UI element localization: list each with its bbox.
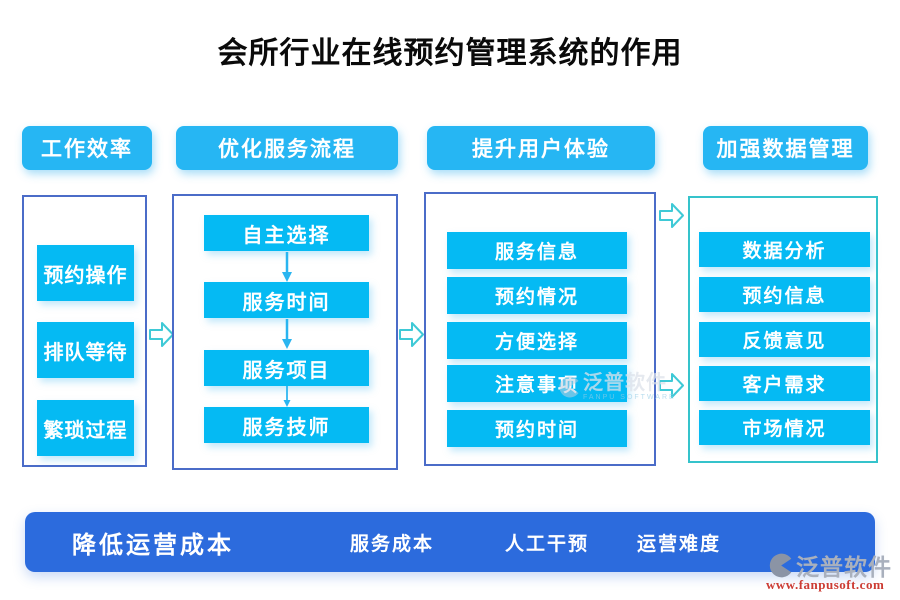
column-header-work-efficiency: 工作效率 xyxy=(22,126,152,170)
down-arrow-icon xyxy=(282,319,292,349)
column-header-improve-user-experience: 提升用户体验 xyxy=(427,126,655,170)
flow-arrow-right-icon xyxy=(659,203,684,228)
flow-item: 预约信息 xyxy=(699,277,870,312)
flow-item: 预约情况 xyxy=(447,277,627,314)
brand-url: www.fanpusoft.com xyxy=(766,577,885,592)
flow-item: 预约操作 xyxy=(37,245,134,301)
brand-name: 泛普软件 xyxy=(796,554,892,580)
brand-logo: 泛普软件 xyxy=(766,548,892,582)
flow-item: 排队等待 xyxy=(37,322,134,378)
flow-item: 反馈意见 xyxy=(699,322,870,357)
flow-item: 市场情况 xyxy=(699,410,870,445)
bottom-bar: 降低运营成本 服务成本 人工干预 运营难度 xyxy=(25,512,875,572)
flow-item: 服务项目 xyxy=(204,350,369,386)
bottom-bar-item: 运营难度 xyxy=(637,533,722,555)
panel-work-efficiency: 预约操作 排队等待 繁琐过程 xyxy=(22,195,147,467)
down-arrow-icon xyxy=(283,386,291,407)
column-header-optimize-service-flow: 优化服务流程 xyxy=(176,126,398,170)
column-header-strengthen-data-management: 加强数据管理 xyxy=(703,126,868,170)
bottom-bar-item: 人工干预 xyxy=(505,533,590,555)
flow-item: 预约时间 xyxy=(447,410,627,447)
flow-item: 自主选择 xyxy=(204,215,369,251)
flow-item: 服务技师 xyxy=(204,407,369,443)
flow-item: 注意事项 xyxy=(447,365,627,402)
flow-arrow-right-icon xyxy=(659,373,684,398)
flow-item: 服务时间 xyxy=(204,282,369,318)
flow-item: 客户需求 xyxy=(699,366,870,401)
fanpu-logo-icon xyxy=(769,553,792,577)
page-title: 会所行业在线预约管理系统的作用 xyxy=(217,37,683,70)
flow-item: 方便选择 xyxy=(447,322,627,359)
down-arrow-icon xyxy=(282,252,292,282)
bottom-bar-item: 服务成本 xyxy=(350,533,435,555)
bottom-bar-primary-label: 降低运营成本 xyxy=(72,531,234,559)
panel-improve-user-experience: 服务信息 预约情况 方便选择 注意事项 预约时间 xyxy=(424,192,656,466)
flow-item: 数据分析 xyxy=(699,232,870,267)
flow-arrow-right-icon xyxy=(399,322,424,347)
flow-arrow-right-icon xyxy=(149,322,174,347)
flow-item: 服务信息 xyxy=(447,232,627,269)
panel-optimize-service-flow: 自主选择 服务时间 服务项目 服务技师 xyxy=(172,194,398,470)
flow-item: 繁琐过程 xyxy=(37,400,134,456)
panel-strengthen-data-management: 数据分析 预约信息 反馈意见 客户需求 市场情况 xyxy=(688,196,878,463)
